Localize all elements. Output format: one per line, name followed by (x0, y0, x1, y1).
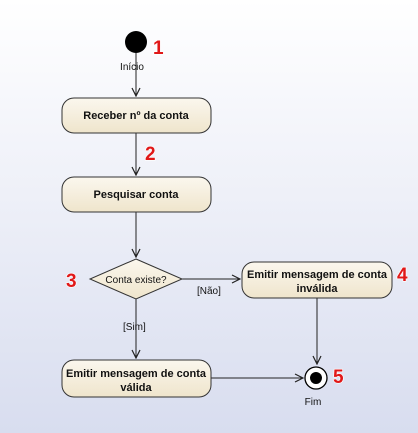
step-number-3: 3 (66, 271, 77, 292)
end-label: Fim (305, 397, 322, 408)
guard-no: [Não] (197, 286, 221, 297)
step-number-1: 1 (153, 38, 164, 59)
decision-label: Conta existe? (105, 275, 167, 286)
activity-invalid-label-line1: Emitir mensagem de conta (247, 269, 388, 281)
decision-account-exists[interactable]: Conta existe? (88, 258, 184, 300)
guard-yes: [Sim] (123, 322, 146, 333)
final-node[interactable] (304, 366, 328, 390)
activity-valid-label-line2: válida (120, 382, 152, 394)
activity-invalid-label-line2: inválida (297, 283, 339, 295)
activity-search-label: Pesquisar conta (94, 189, 180, 201)
step-number-5: 5 (333, 367, 344, 388)
step-number-4: 4 (397, 265, 408, 286)
activity-emit-invalid-message[interactable]: Emitir mensagem de conta inválida (241, 261, 393, 299)
initial-node[interactable] (125, 31, 147, 53)
activity-emit-valid-message[interactable]: Emitir mensagem de conta válida (61, 359, 212, 398)
activity-receive-account-number[interactable]: Receber nº da conta (61, 97, 212, 134)
start-label: Início (120, 62, 144, 73)
activity-valid-label-line1: Emitir mensagem de conta (66, 368, 207, 380)
step-number-2: 2 (145, 144, 156, 165)
activity-search-account[interactable]: Pesquisar conta (61, 176, 212, 213)
activity-receive-label: Receber nº da conta (83, 110, 189, 122)
